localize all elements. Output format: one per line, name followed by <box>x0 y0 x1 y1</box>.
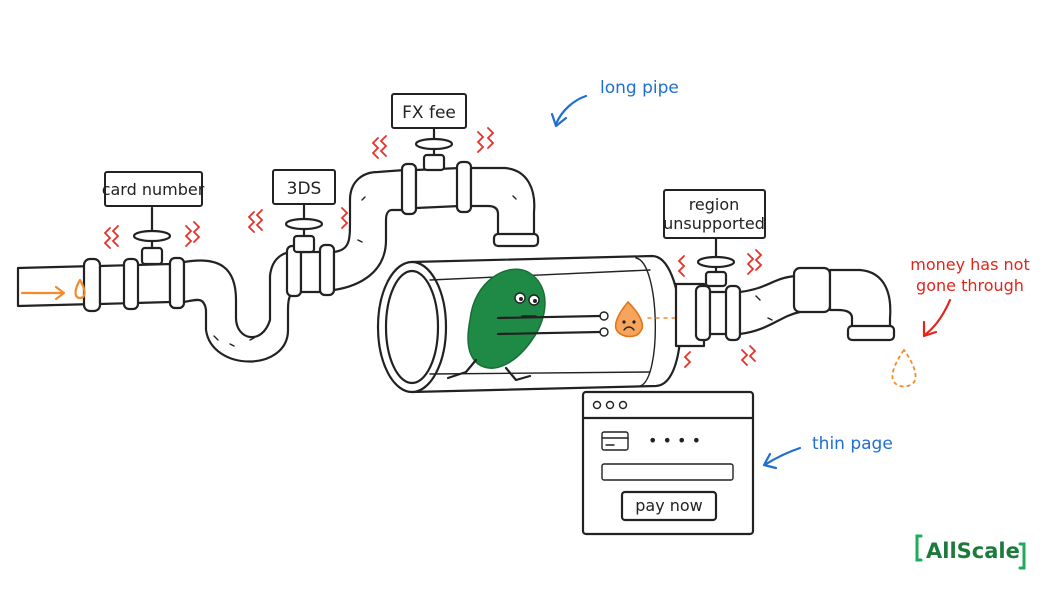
fx-fee-label: FX fee <box>402 103 456 123</box>
fx-fee-valve <box>371 126 495 172</box>
inlet-pipe <box>16 256 186 313</box>
3ds-tag: 3DS <box>272 169 336 205</box>
pay-now-button[interactable]: pay now <box>620 490 718 522</box>
brand-name: AllScale <box>926 539 1020 563</box>
allscale-logo: AllScale <box>915 534 1026 570</box>
window-control-dot <box>592 400 602 410</box>
thin-page-annotation: thin page <box>762 434 893 470</box>
card-number-mask: • • • • <box>648 431 701 450</box>
3ds-label: 3DS <box>287 179 322 199</box>
window-control-dot <box>618 400 628 410</box>
card-icon <box>601 431 629 451</box>
region-valve <box>677 236 763 368</box>
long-pipe-label: long pipe <box>600 78 679 98</box>
window-control-dot <box>605 400 615 410</box>
money-label-line1: money has not <box>910 255 1029 274</box>
thin-page-label: thin page <box>812 434 893 454</box>
payment-window: • • • • pay now <box>581 390 755 536</box>
card-number-tag: card number <box>102 171 205 207</box>
long-pipe-annotation: long pipe <box>550 78 679 128</box>
empty-drop <box>891 348 917 388</box>
money-label-line2: gone through <box>916 276 1024 295</box>
card-number-label: card number <box>102 180 205 199</box>
region-unsupported-tag: region unsupported <box>663 189 766 239</box>
green-character <box>446 268 609 382</box>
rising-pipe <box>332 160 540 292</box>
region-label-line1: region <box>689 195 740 214</box>
u-bend-pipe <box>182 243 336 363</box>
card-input-field[interactable] <box>601 463 734 481</box>
card-number-valve <box>103 206 201 266</box>
pay-now-label[interactable]: pay now <box>635 496 703 515</box>
fx-fee-tag: FX fee <box>391 93 467 129</box>
outlet-pipe <box>674 266 896 348</box>
region-label-line2: unsupported <box>663 214 765 233</box>
3ds-valve <box>247 203 349 254</box>
money-annotation: money has not gone through <box>910 255 1030 338</box>
